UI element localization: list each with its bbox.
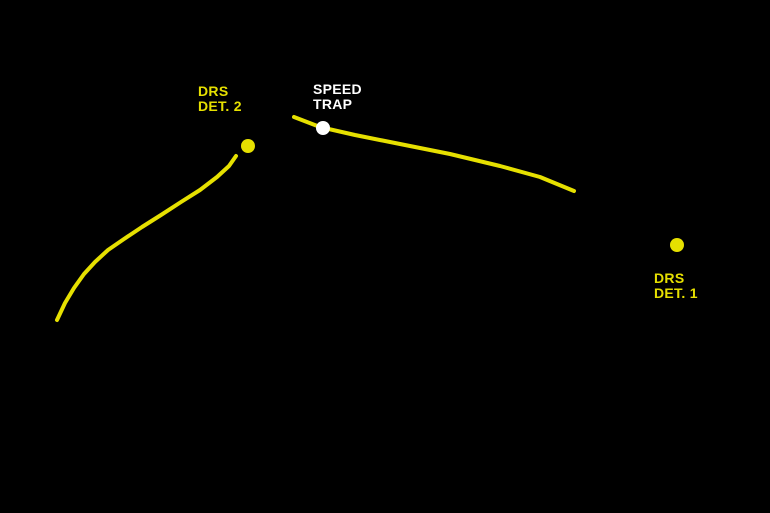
speed-trap-label: SPEED TRAP bbox=[313, 81, 362, 112]
drs-zone-1-straight bbox=[292, 115, 576, 193]
drs-detection-2-label: DRS DET. 2 bbox=[198, 83, 242, 114]
speed-trap-marker bbox=[316, 121, 330, 135]
drs-detection-1-marker bbox=[670, 238, 684, 252]
drs-detection-1-label: DRS DET. 1 bbox=[654, 270, 698, 301]
drs-zone-2-approach bbox=[55, 154, 238, 322]
drs-detection-2-marker bbox=[241, 139, 255, 153]
